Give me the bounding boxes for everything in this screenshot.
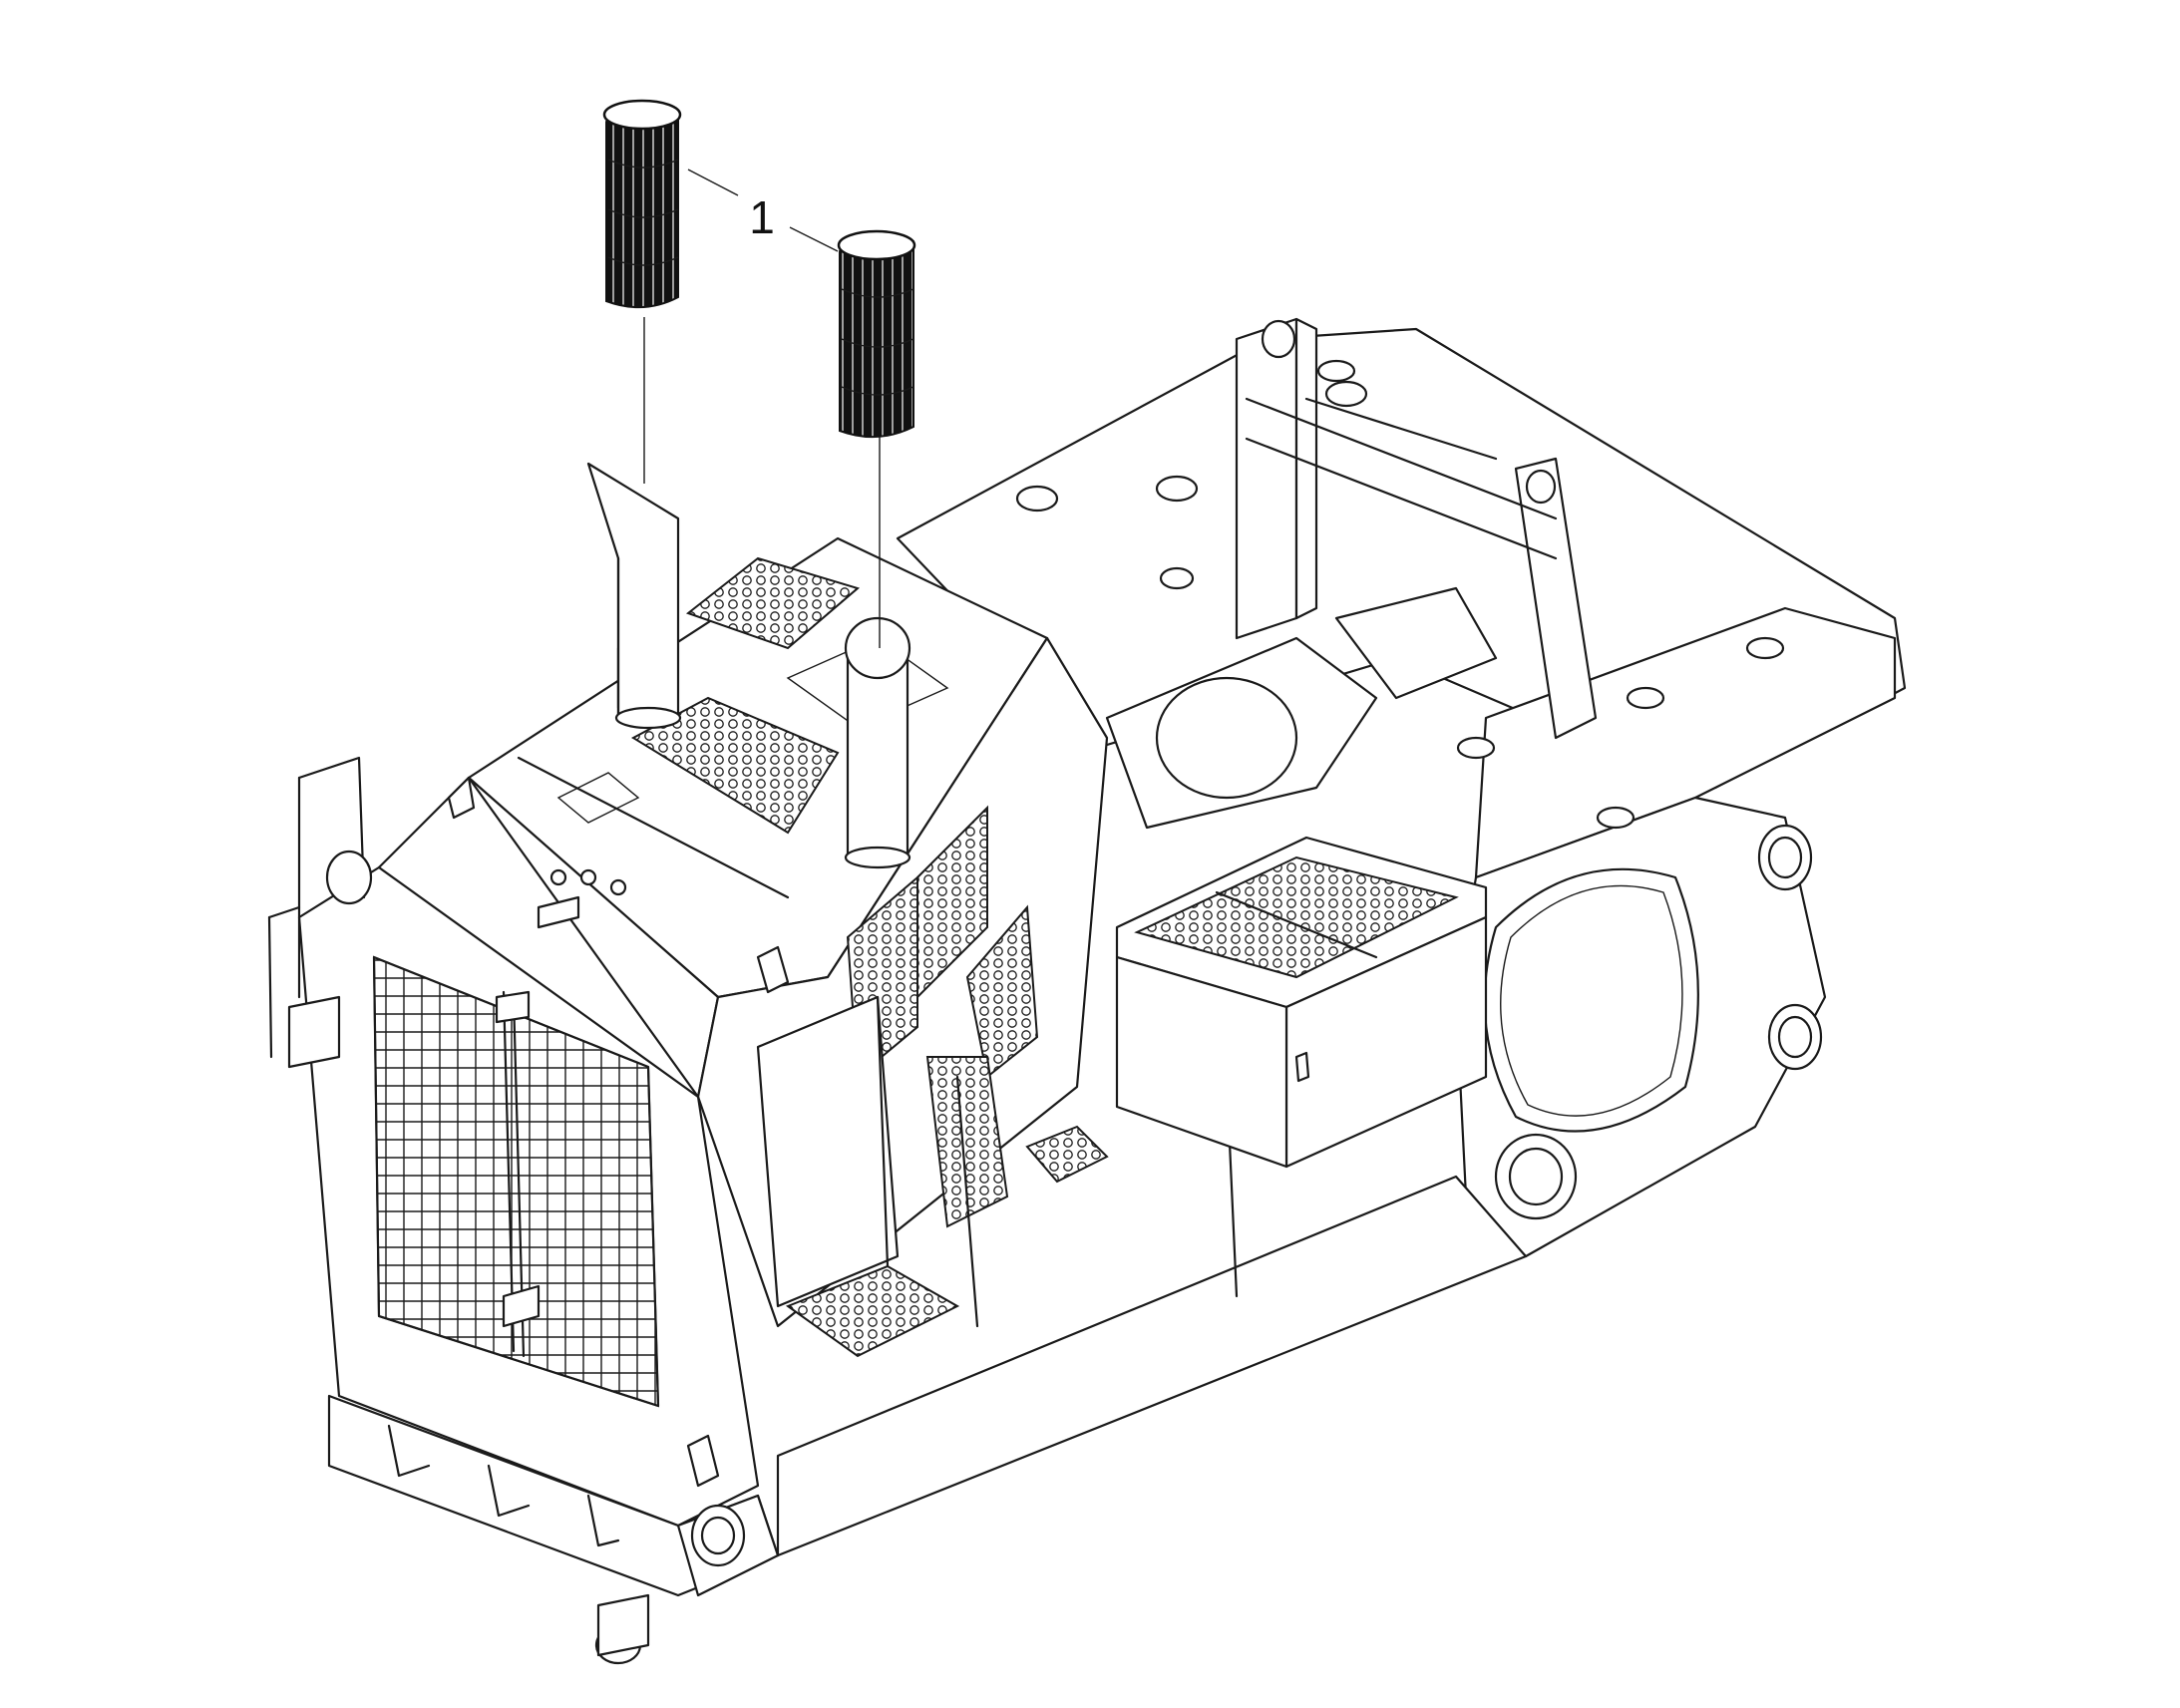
exhaust-pipe-right [844,616,911,869]
leader-lines [643,317,881,648]
battery-box [1115,836,1488,1169]
rear-towers [1015,317,1785,830]
exhaust-stack-guard-right [837,229,916,439]
front-bumper [327,1394,780,1665]
left-handrail [267,756,373,1069]
exhaust-pipe-left [586,462,682,730]
rear-frame [776,327,1907,1557]
radiator-grille [372,955,660,1408]
exhaust-stack-guard-left [602,99,682,309]
callout-label-1: 1 [749,191,775,243]
callout-1: 1 [687,169,839,252]
